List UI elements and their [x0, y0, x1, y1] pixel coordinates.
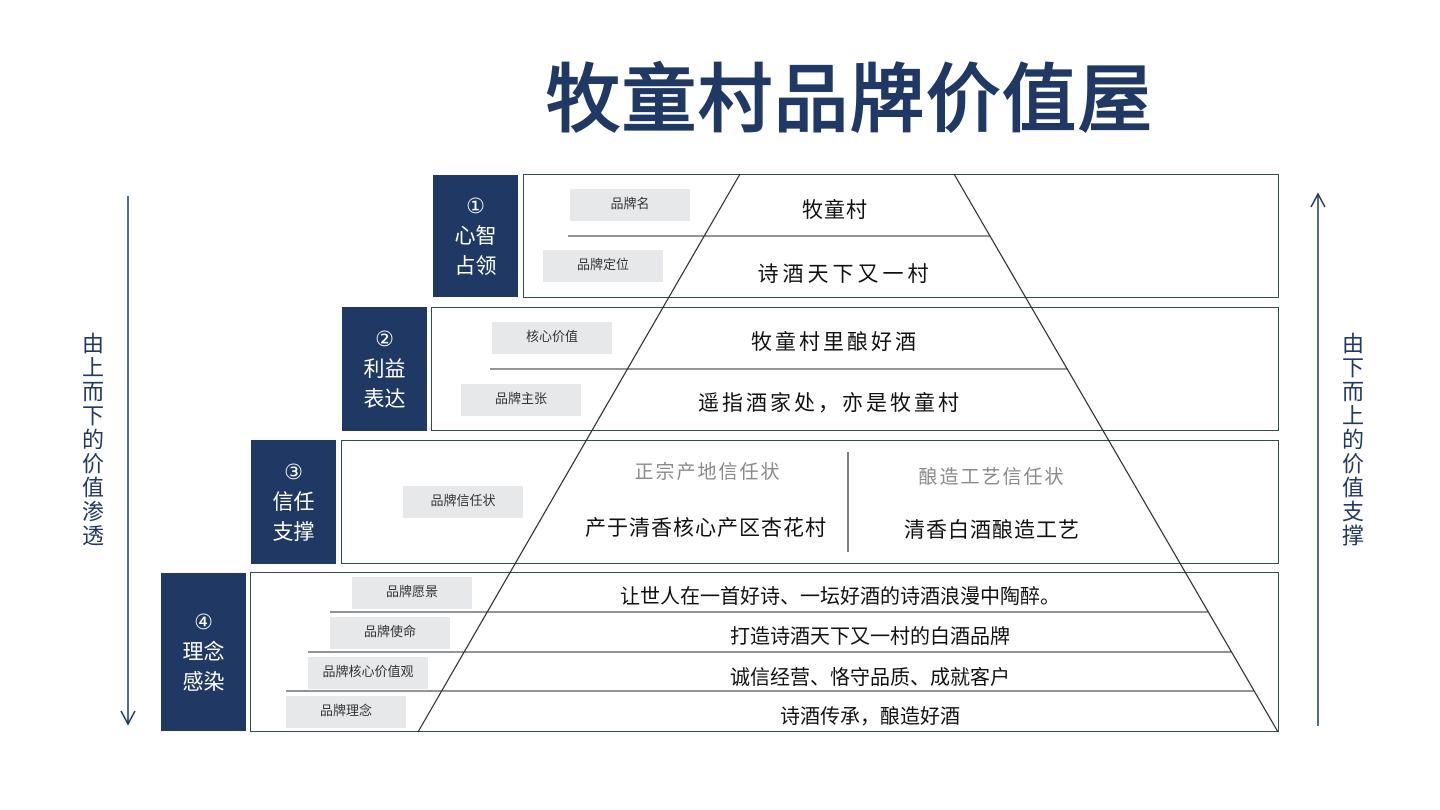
tag-brand-name: 品牌名: [570, 189, 690, 221]
tag-brand-vision: 品牌愿景: [352, 577, 472, 609]
heading-origin-credential: 正宗产地信任状: [634, 461, 782, 483]
layer-1-line2: 占领: [454, 254, 497, 278]
layer-4-label: ④ 理念 感染: [161, 573, 246, 731]
right-axis-label: 由下而上的价值支撑: [1338, 332, 1363, 548]
value-brand-philosophy: 诗酒传承，酿造好酒: [780, 704, 960, 728]
value-craft-credential: 清香白酒酿造工艺: [904, 518, 1080, 542]
layer-3-label: ③ 信任 支撑: [251, 440, 336, 564]
value-brand-positioning: 诗酒天下又一村: [757, 262, 933, 286]
value-brand-vision: 让世人在一首好诗、一坛好酒的诗酒浪漫中陶醉。: [620, 584, 1060, 608]
layer-2-line1: 利益: [363, 357, 406, 381]
layer-3-line1: 信任: [272, 490, 315, 514]
value-brand-core-values: 诚信经营、恪守品质、成就客户: [730, 665, 1010, 689]
layer-2-label: ② 利益 表达: [342, 307, 427, 431]
layer-4-num: ④: [194, 610, 213, 634]
layer-1-label: ① 心智 占领: [433, 175, 518, 297]
layer-2-num: ②: [375, 327, 394, 351]
layer-4-line2: 感染: [182, 670, 225, 694]
value-brand-claim: 遥指酒家处，亦是牧童村: [698, 391, 962, 415]
page-title: 牧童村品牌价值屋: [546, 57, 1154, 143]
tag-brand-positioning: 品牌定位: [543, 250, 663, 282]
layer-2-line2: 表达: [363, 387, 406, 411]
layer-3-line2: 支撑: [272, 520, 315, 544]
tag-brand-core-values: 品牌核心价值观: [308, 657, 428, 689]
layer-4-line1: 理念: [182, 640, 225, 664]
heading-craft-credential: 酿造工艺信任状: [918, 466, 1066, 488]
value-brand-name: 牧童村: [802, 198, 868, 222]
left-axis-label: 由上而下的价值渗透: [78, 332, 103, 548]
tag-core-value: 核心价值: [492, 322, 612, 354]
layer-1-num: ①: [466, 194, 485, 218]
tag-trust-credential: 品牌信任状: [403, 486, 523, 518]
value-brand-mission: 打造诗酒天下又一村的白酒品牌: [730, 624, 1010, 648]
value-origin-credential: 产于清香核心产区杏花村: [585, 516, 827, 540]
tag-brand-claim: 品牌主张: [461, 384, 581, 416]
value-core-value: 牧童村里酿好酒: [751, 330, 919, 354]
tag-brand-mission: 品牌使命: [330, 617, 450, 649]
layer-1-line1: 心智: [454, 224, 497, 248]
tag-brand-philosophy: 品牌理念: [286, 696, 406, 728]
layer-3-num: ③: [284, 460, 303, 484]
